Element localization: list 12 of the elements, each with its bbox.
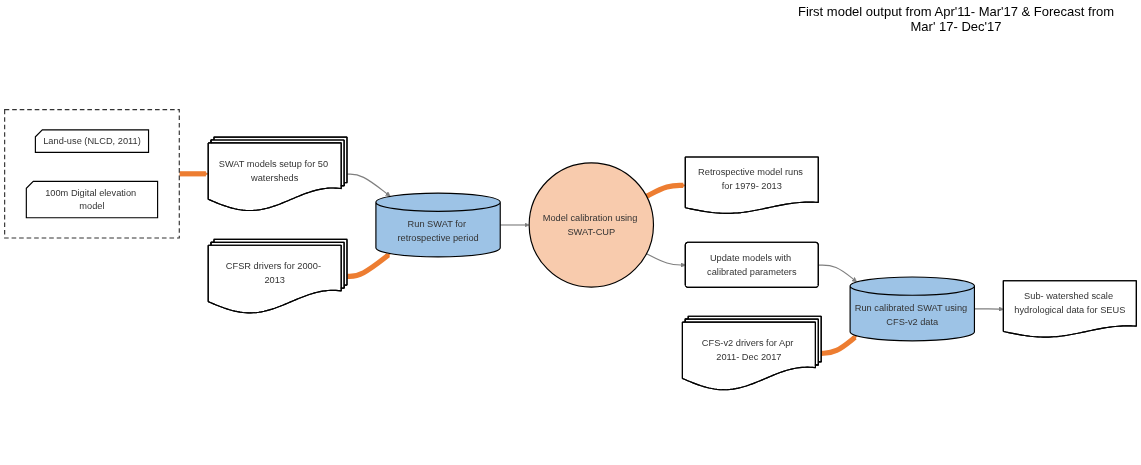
arrow [499, 222, 530, 228]
arrow [821, 335, 857, 356]
note-text: First model output from Apr'11- Mar'17 & Forecast from Mar' 17- Dec'17 [796, 4, 1116, 34]
arrow [645, 182, 686, 199]
arrow [645, 252, 686, 268]
cluster [4, 108, 180, 239]
arrow [346, 173, 391, 197]
node-circle: Model calibration using SWAT-CUP [528, 162, 655, 288]
arrow [347, 252, 391, 279]
arrow [973, 306, 1004, 312]
arrow [179, 171, 209, 177]
arrow [818, 264, 857, 283]
